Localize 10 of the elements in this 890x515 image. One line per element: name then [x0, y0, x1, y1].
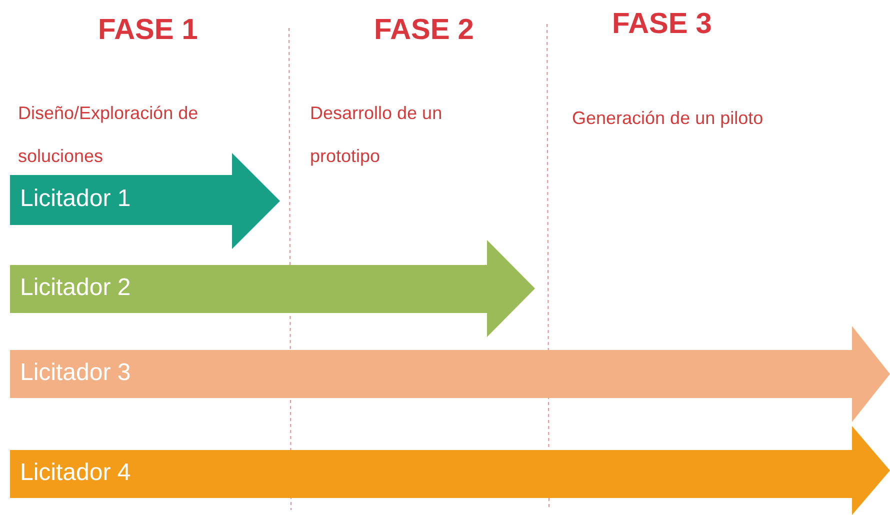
bidder-label: Licitador 1 [20, 185, 131, 213]
phase-heading: FASE 1 [98, 14, 199, 47]
bidder-label: Licitador 3 [20, 359, 131, 387]
phase-description: Diseño/Exploración de soluciones [18, 102, 200, 168]
phase-heading: FASE 3 [612, 8, 713, 41]
bidder-label: Licitador 2 [20, 274, 131, 302]
phase-description: Generación de un piloto [572, 107, 764, 130]
bidder-label: Licitador 4 [20, 459, 131, 487]
phase-heading: FASE 2 [374, 14, 475, 47]
phase-description: Desarrollo de un prototipo [310, 102, 444, 168]
